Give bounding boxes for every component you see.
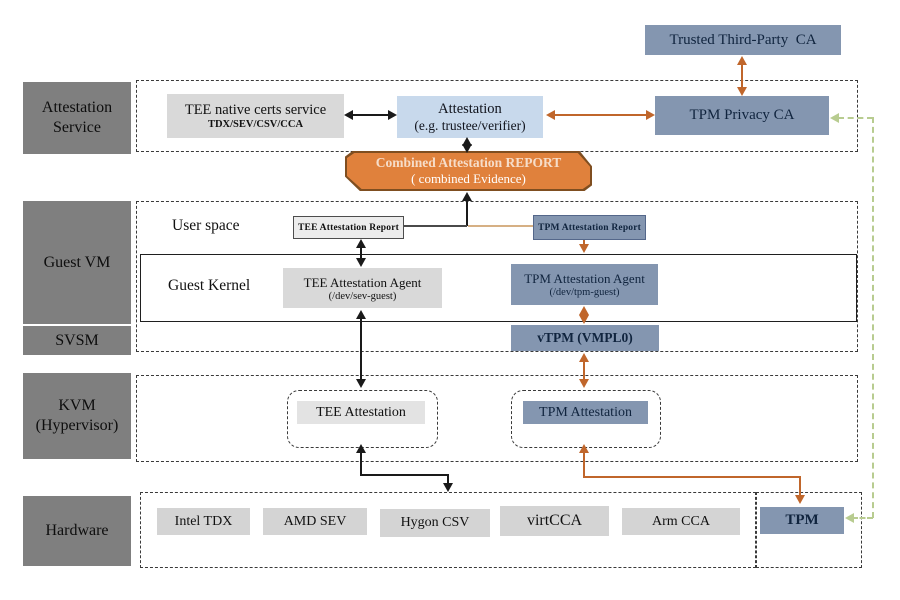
chip-amd-sev: AMD SEV [263, 508, 367, 535]
attestation-verifier-box: Attestation (e.g. trustee/verifier) [397, 96, 543, 138]
attestation-sub: (e.g. trustee/verifier) [414, 117, 526, 133]
hardware-region [140, 492, 756, 568]
tee-agent-title: TEE Attestation Agent [303, 274, 422, 290]
kvm-region [136, 375, 858, 462]
trusted-third-party-ca-box: Trusted Third-Party CA [645, 25, 841, 55]
tpm-privacy-ca-label: TPM Privacy CA [689, 107, 795, 123]
layer-label-attestation-service: Attestation Service [23, 82, 131, 154]
tpm-agent-title: TPM Attestation Agent [524, 271, 645, 286]
layer-label-text: Guest VM [43, 253, 111, 271]
tee-attestation-agent-box: TEE Attestation Agent (/dev/sev-guest) [283, 268, 442, 308]
vtpm-box: vTPM (VMPL0) [511, 325, 659, 351]
vtpm-label: vTPM (VMPL0) [537, 330, 633, 345]
layer-label-kvm: KVM (Hypervisor) [23, 373, 131, 459]
tpm-attestation-report-box: TPM Attestation Report [533, 215, 646, 240]
chip-intel-tdx: Intel TDX [157, 508, 250, 535]
combined-report-line2: ( combined Evidence) [411, 171, 526, 186]
chip-virtcca: virtCCA [500, 506, 609, 536]
tpm-attestation-agent-box: TPM Attestation Agent (/dev/tpm-guest) [511, 264, 658, 305]
layer-label-text: SVSM [55, 331, 99, 349]
tee-native-certs-box: TEE native certs service TDX/SEV/CSV/CCA [167, 94, 344, 138]
tpm-hardware-label: TPM [785, 512, 819, 528]
layer-label-hardware: Hardware [23, 496, 131, 566]
tpm-hardware-region [756, 492, 862, 568]
layer-label-text: KVM (Hypervisor) [35, 397, 119, 434]
tpm-agent-sub: (/dev/tpm-guest) [549, 287, 620, 298]
tee-attestation-report-box: TEE Attestation Report [293, 216, 404, 239]
trusted-third-party-ca-label: Trusted Third-Party CA [669, 31, 817, 48]
guest-kernel-region [140, 254, 857, 322]
tpm-attestation-kvm-label: TPM Attestation [539, 404, 632, 420]
combined-attestation-report-inner: Combined Attestation REPORT ( combined E… [347, 153, 590, 189]
tee-agent-sub: (/dev/sev-guest) [328, 290, 397, 302]
tpm-attestation-kvm-box: TPM Attestation [523, 401, 648, 424]
tpm-hardware-box: TPM [760, 507, 844, 534]
layer-label-text: Attestation Service [41, 99, 113, 136]
layer-label-svsm: SVSM [23, 326, 131, 355]
tee-native-certs-title: TEE native certs service [184, 102, 327, 118]
layer-label-text: Hardware [45, 522, 109, 539]
combined-attestation-report-box: Combined Attestation REPORT ( combined E… [345, 151, 592, 191]
tpm-attestation-report-label: TPM Attestation Report [537, 222, 642, 233]
tee-attestation-kvm-box: TEE Attestation [297, 401, 425, 424]
user-space-label: User space [172, 217, 240, 234]
tee-native-certs-sub: TDX/SEV/CSV/CCA [207, 119, 304, 130]
combined-report-line1: Combined Attestation REPORT [375, 155, 562, 170]
chip-hygon-csv: Hygon CSV [380, 509, 490, 537]
layer-label-guest-vm: Guest VM [23, 201, 131, 324]
guest-vm-region [136, 201, 858, 352]
guest-kernel-label: Guest Kernel [168, 277, 251, 294]
tee-attestation-kvm-label: TEE Attestation [316, 404, 406, 420]
attestation-title: Attestation [438, 100, 502, 117]
tpm-privacy-ca-box: TPM Privacy CA [655, 96, 829, 135]
chip-arm-cca: Arm CCA [622, 508, 740, 535]
tee-attestation-report-label: TEE Attestation Report [298, 222, 399, 233]
